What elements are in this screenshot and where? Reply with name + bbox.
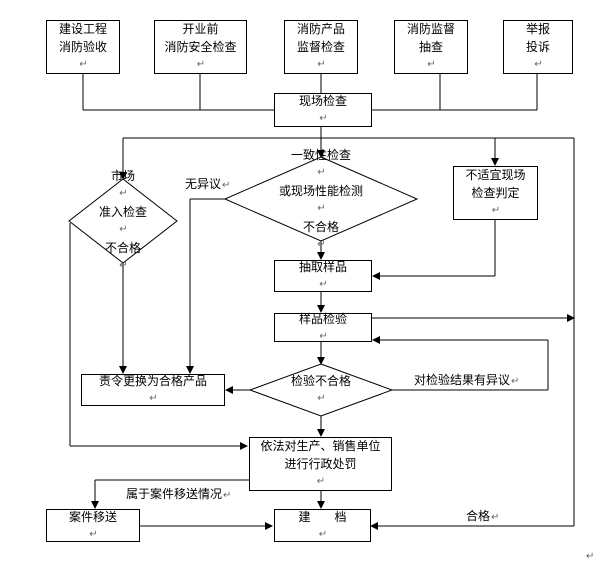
test-fail-diamond [248, 363, 394, 417]
box-sample-test: 样品检验↵ [274, 312, 372, 342]
box-archive: 建 档↵ [274, 509, 371, 542]
box-report-complaint: 举报 投诉↵ [503, 20, 573, 74]
box-case-transfer: 案件移送↵ [46, 509, 140, 542]
box-spot-check: 消防监督 抽查↵ [394, 20, 468, 74]
market-access-diamond [68, 178, 178, 264]
market-access-text: 市场↵ 准入检查↵ 不合格↵ [98, 169, 147, 271]
consistency-diamond [223, 156, 419, 242]
box-construction-acceptance: 建设工程 消防验收↵ [46, 20, 120, 74]
consistency-text: 一致性检查↵ 或现场性能检测↵ 不合格↵ [278, 148, 363, 250]
box-product-supervision: 消防产品 监督检查↵ [284, 20, 358, 74]
label-no-objection: 无异议↵ [185, 177, 231, 191]
test-fail-text: 检验不合格↵ [290, 374, 351, 404]
box-unsuitable-onsite: 不适宜现场 检查判定↵ [453, 166, 538, 220]
box-onsite-inspection: 现场检查↵ [274, 93, 372, 127]
label-qualified: 合格↵ [466, 509, 500, 523]
trailing-return-mark: ↵ [586, 551, 595, 562]
box-pre-opening-check: 开业前 消防安全检查↵ [154, 20, 247, 74]
box-sampling: 抽取样品↵ [274, 260, 372, 292]
box-order-replacement: 责令更换为合格产品↵ [81, 374, 225, 406]
label-objection-to-result: 对检验结果有异议↵ [414, 373, 520, 387]
label-case-transfer-condition: 属于案件移送情况↵ [126, 487, 232, 501]
box-administrative-penalty: 依法对生产、销售单位 进行行政处罚↵ [249, 437, 392, 491]
